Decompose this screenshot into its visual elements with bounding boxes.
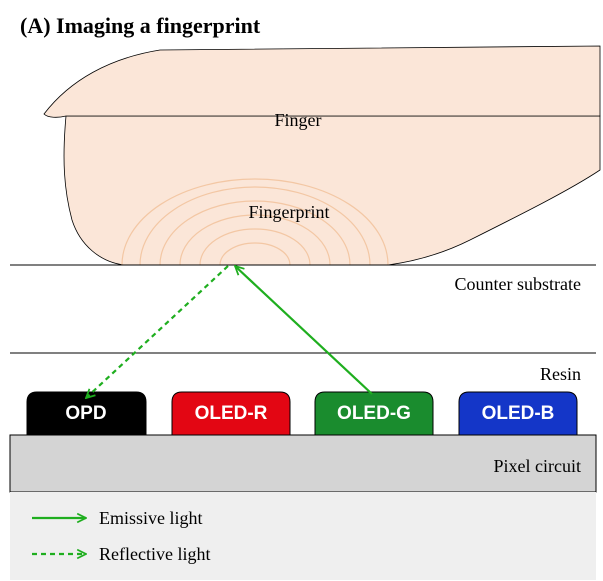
legend-emissive-label: Emissive light (99, 508, 203, 528)
emissive-light-arrow (235, 266, 373, 395)
pixel-oled-g: OLED-G (314, 391, 434, 436)
pixel-circuit-layer (9, 434, 597, 493)
fingernail (43, 45, 601, 118)
finger-label: Finger (275, 110, 322, 130)
pixel-circuit-label: Pixel circuit (494, 456, 581, 476)
pixel-oled-b: OLED-B (458, 391, 578, 436)
pixel-label-oled-b: OLED-B (482, 403, 555, 424)
pixel-oled-r: OLED-R (171, 391, 291, 436)
legend-reflective-label: Reflective light (99, 544, 210, 564)
finger-shape (63, 115, 601, 266)
pixel-opd: OPD (26, 391, 147, 436)
legend-box (10, 492, 596, 580)
pixel-label-oled-g: OLED-G (337, 403, 411, 424)
resin-label: Resin (540, 364, 581, 384)
pixel-label-oled-r: OLED-R (195, 403, 268, 424)
reflective-light-arrow (86, 265, 229, 398)
fingerprint-ridges (121, 178, 389, 266)
figure-title: (A) Imaging a fingerprint (20, 13, 261, 38)
pixel-label-opd: OPD (65, 403, 106, 424)
counter-substrate-label: Counter substrate (455, 274, 581, 294)
fingerprint-label: Fingerprint (249, 202, 330, 222)
